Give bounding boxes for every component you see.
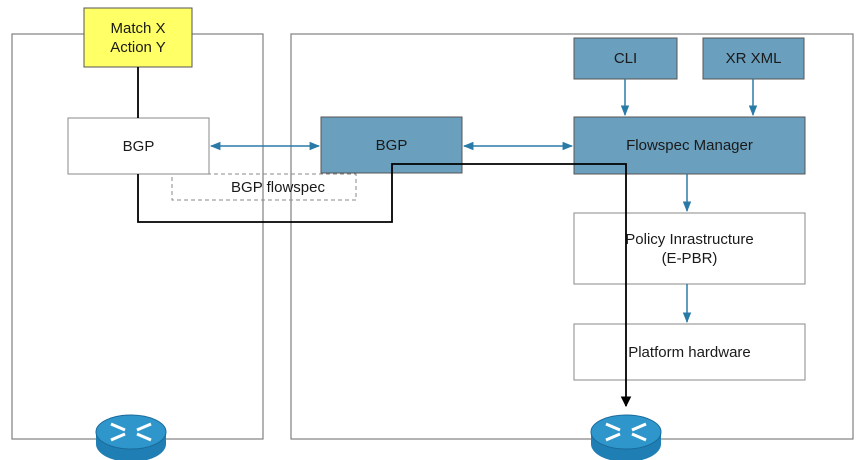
policy-infrastructure-box (573, 212, 806, 285)
bgp-left-box (67, 117, 210, 175)
match-action-box (83, 7, 193, 68)
flowspec-manager-box (573, 116, 806, 175)
router-b-container (290, 33, 854, 440)
flowspec-propagation-path (137, 163, 632, 408)
bgp-flowspec-session-box (171, 173, 357, 201)
router-icon (590, 414, 662, 460)
cli-box (573, 37, 678, 80)
router-icon (95, 414, 167, 460)
xr-xml-box (702, 37, 805, 80)
platform-hardware-box (573, 323, 806, 381)
